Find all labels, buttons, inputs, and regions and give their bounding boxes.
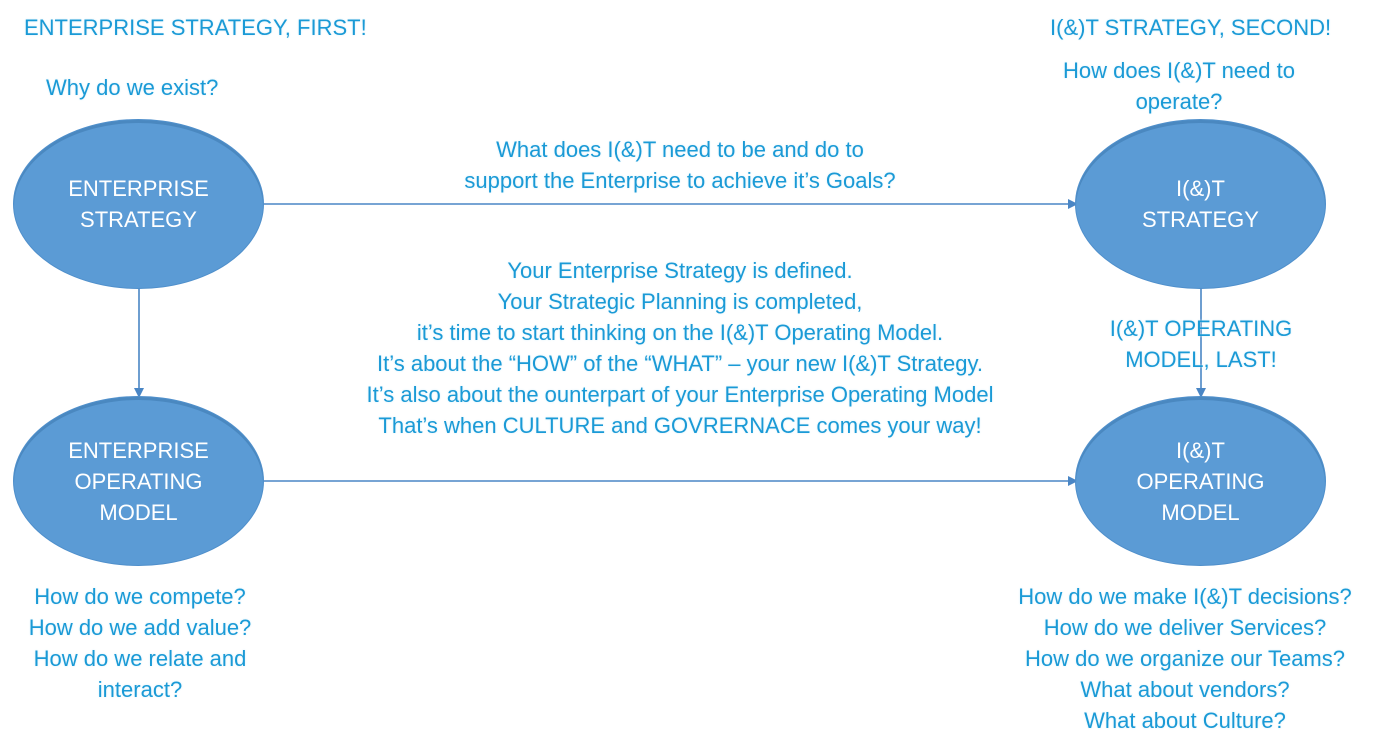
node-enterprise-strategy-line-2: STRATEGY [80,207,197,232]
enterprise-first-heading: ENTERPRISE STRATEGY, FIRST! [24,15,367,40]
node-enterprise-op-line-1: ENTERPRISE [68,437,209,463]
it-op-last-line-1: I(&)T OPERATING [1109,316,1293,341]
it-op-question-1: How do we make I(&)T decisions? [1018,584,1352,609]
it-op-question-5: What about Culture? [1084,708,1286,733]
it-second-heading: I(&)T STRATEGY, SECOND! [1050,15,1332,40]
node-enterprise-op-line-2: OPERATING [74,468,203,494]
node-enterprise-strategy: ENTERPRISE STRATEGY [14,120,263,288]
node-enterprise-op-line-3: MODEL [99,499,178,525]
node-it-strategy-line-2: STRATEGY [1142,207,1259,232]
arrow-question-line-1: What does I(&)T need to be and do to [496,137,864,162]
it-op-question-4: What about vendors? [1080,677,1290,702]
center-text: Your Enterprise Strategy is defined. You… [320,255,1040,441]
enterprise-op-questions: How do we compete? How do we add value? … [14,581,266,705]
node-it-op-line-2: OPERATING [1136,468,1265,494]
it-op-last-line-2: MODEL, LAST! [1125,347,1277,372]
node-enterprise-strategy-line-1: ENTERPRISE [68,176,209,201]
node-it-op-line-3: MODEL [1161,499,1240,525]
enterprise-op-question-2: How do we add value? [28,615,252,640]
why-exist-question: Why do we exist? [46,75,219,100]
it-operate-line-1: How does I(&)T need to [1063,58,1295,83]
node-it-strategy: I(&)T STRATEGY [1076,120,1325,288]
it-op-question-2: How do we deliver Services? [1043,615,1327,640]
center-text-line-2: Your Strategic Planning is completed, [497,289,863,314]
node-it-operating-model: I(&)T OPERATING MODEL [1076,397,1325,565]
enterprise-op-question-4: interact? [97,677,183,702]
it-op-last-heading: I(&)T OPERATING MODEL, LAST! [1090,313,1312,375]
center-text-line-3: it’s time to start thinking on the I(&)T… [416,320,944,345]
center-text-line-1: Your Enterprise Strategy is defined. [507,258,853,283]
center-text-line-6: That’s when CULTURE and GOVRERNACE comes… [378,413,982,438]
it-operate-question: How does I(&)T need to operate? [1054,55,1304,117]
enterprise-op-question-1: How do we compete? [34,584,246,609]
node-enterprise-operating-model: ENTERPRISE OPERATING MODEL [14,397,263,565]
arrow-question-line-2: support the Enterprise to achieve it’s G… [464,168,896,193]
center-text-line-4: It’s about the “HOW” of the “WHAT” – you… [377,351,983,376]
enterprise-op-question-3: How do we relate and [33,646,247,671]
node-it-op-line-1: I(&)T [1176,437,1225,463]
it-operate-line-2: operate? [1135,89,1223,114]
arrow-question: What does I(&)T need to be and do to sup… [420,134,940,196]
it-op-question-3: How do we organize our Teams? [1025,646,1345,671]
it-op-questions: How do we make I(&)T decisions? How do w… [1000,581,1370,736]
node-it-strategy-line-1: I(&)T [1176,176,1225,201]
center-text-line-5: It’s also about the ounterpart of your E… [366,382,994,407]
